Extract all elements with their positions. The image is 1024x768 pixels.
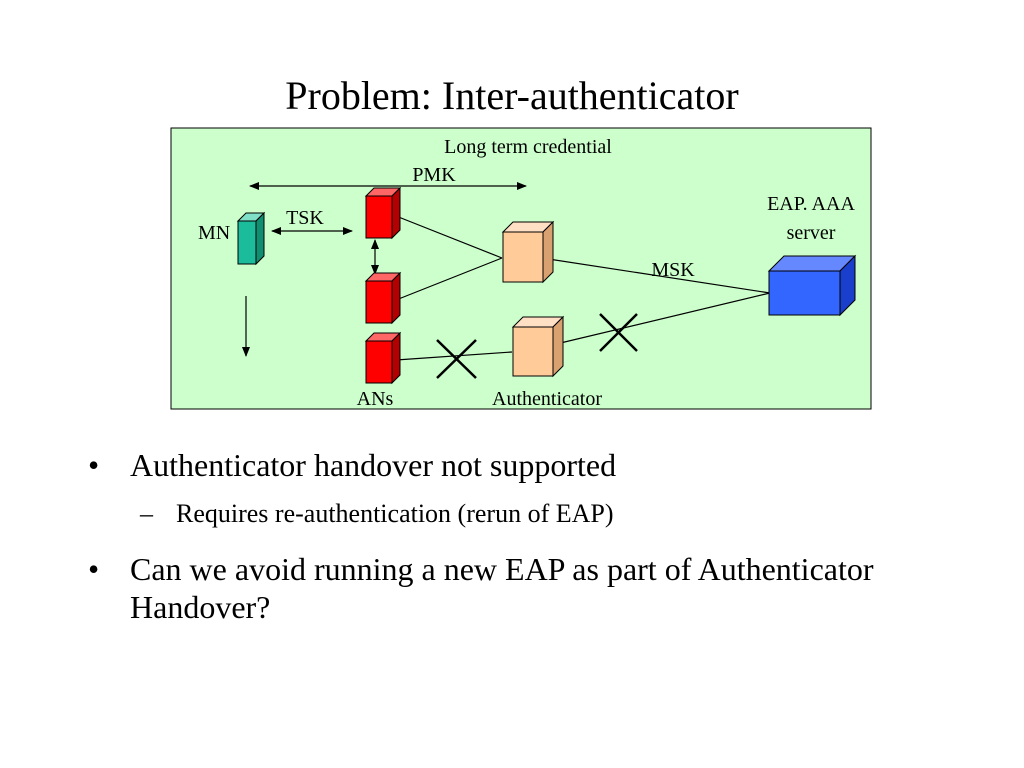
link-authenticator2-server <box>551 292 771 346</box>
bullet-item: • Authenticator handover not supported <box>88 446 948 484</box>
broken-link-cross-2 <box>599 313 638 352</box>
mn-label: MN <box>198 222 230 244</box>
access-node-1 <box>364 186 402 240</box>
pmk-label: PMK <box>412 164 456 186</box>
access-node-3 <box>364 331 402 385</box>
ans-label: ANs <box>357 388 394 410</box>
access-node-2 <box>364 271 402 325</box>
bullet-item: • Can we avoid running a new EAP as part… <box>88 550 948 626</box>
broken-link-cross-1 <box>436 339 477 379</box>
mn-device <box>236 211 266 266</box>
tsk-label: TSK <box>286 207 324 229</box>
authenticator-label: Authenticator <box>492 388 602 410</box>
network-diagram: Long term credential PMK EAP. AAA server… <box>170 127 872 410</box>
bullet-marker: • <box>88 447 100 483</box>
slide-title: Problem: Inter-authenticator <box>285 73 739 118</box>
link-an1-authenticator1 <box>395 215 503 259</box>
eap-aaa-label: EAP. AAA <box>767 193 855 215</box>
bullet-text: Can we avoid running a new EAP as part o… <box>130 551 874 625</box>
sub-bullet-marker: – <box>140 499 153 528</box>
authenticator-2 <box>511 315 565 378</box>
aaa-server <box>767 254 857 317</box>
connection-lines <box>395 215 771 361</box>
msk-label: MSK <box>651 259 695 281</box>
sub-bullet-item: – Requires re-authentication (rerun of E… <box>88 498 948 530</box>
link-authenticator1-server <box>541 257 771 294</box>
sub-bullet-text: Requires re-authentication (rerun of EAP… <box>176 499 614 528</box>
link-an2-authenticator1 <box>395 257 503 301</box>
bullet-text: Authenticator handover not supported <box>130 447 617 483</box>
authenticator-1 <box>501 220 555 284</box>
server-label: server <box>787 222 836 244</box>
bullet-list: • Authenticator handover not supported –… <box>88 446 948 626</box>
long-term-credential-label: Long term credential <box>444 136 612 158</box>
bullet-marker: • <box>88 551 100 587</box>
